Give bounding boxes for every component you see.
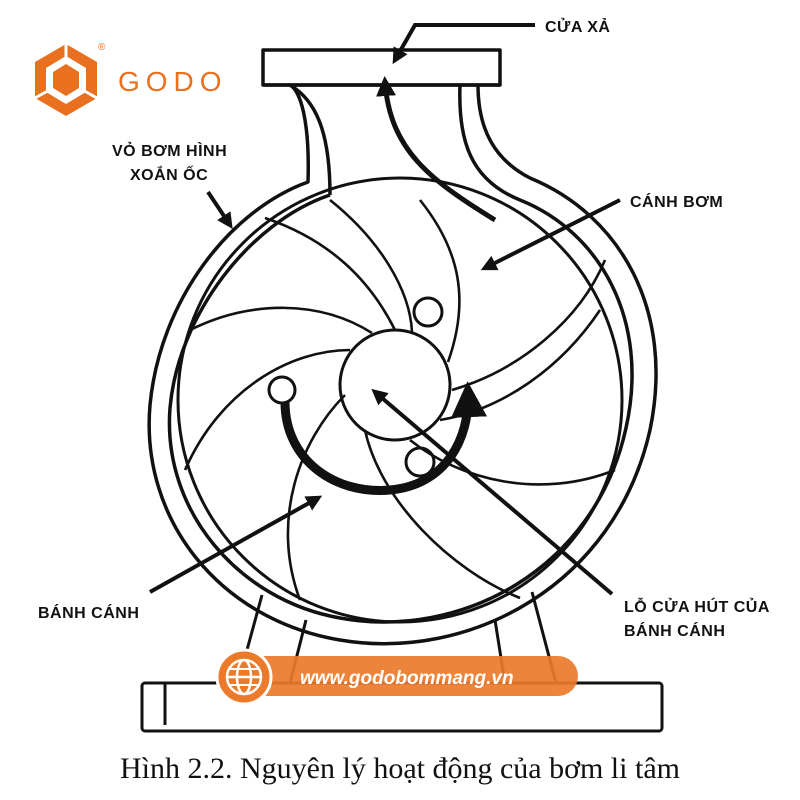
- registered-mark: ®: [98, 42, 106, 53]
- impeller: [176, 176, 624, 624]
- volute-casing: [147, 48, 658, 646]
- impeller-eye: [338, 328, 452, 442]
- logo-cube-icon: [34, 44, 98, 116]
- globe-icon: [215, 648, 273, 706]
- label-impeller-eye-2: BÁNH CÁNH: [624, 621, 725, 640]
- label-discharge: CỬA XẢ: [545, 17, 610, 36]
- volute-outer-outline: [147, 48, 658, 646]
- label-pointers: [149, 23, 621, 596]
- discharge-pointer: [392, 23, 535, 65]
- label-vane: CÁNH BƠM: [630, 192, 723, 211]
- watermark: www.godobommang.vn: [215, 648, 578, 706]
- vane: [183, 348, 351, 471]
- vane: [264, 216, 397, 331]
- discharge-flow-arrow: [376, 76, 497, 223]
- label-volute-casing-1: VỎ BƠM HÌNH: [112, 141, 227, 160]
- balance-hole: [404, 446, 436, 478]
- impeller-rim: [176, 176, 624, 624]
- balance-hole: [267, 375, 297, 405]
- watermark-pill: [238, 656, 578, 696]
- brand-name: GODO: [118, 66, 228, 97]
- vane: [329, 198, 414, 333]
- label-impeller: BÁNH CÁNH: [38, 603, 139, 622]
- watermark-url: www.godobommang.vn: [300, 668, 514, 689]
- label-impeller-eye-1: LỖ CỬA HÚT CỦA: [624, 597, 770, 616]
- label-volute-casing-2: XOẮN ỐC: [130, 164, 208, 184]
- figure-caption: Hình 2.2. Nguyên lý hoạt động của bơm li…: [120, 752, 680, 785]
- eye-pointer: [371, 388, 614, 596]
- vane: [418, 199, 461, 363]
- volute-inner-outline: [167, 84, 634, 624]
- vane: [363, 429, 521, 600]
- discharge-left-wall: [289, 83, 332, 196]
- flow-arrows: [280, 76, 497, 495]
- balance-hole: [412, 296, 444, 328]
- rotation-arrow: [280, 381, 488, 495]
- vane: [286, 394, 346, 601]
- vane-pointer: [480, 198, 621, 271]
- impeller-pointer: [149, 495, 323, 594]
- vane: [189, 306, 373, 335]
- casing-pointer: [206, 190, 233, 229]
- vane: [451, 259, 607, 392]
- godo-logo: ® GODO: [34, 42, 228, 116]
